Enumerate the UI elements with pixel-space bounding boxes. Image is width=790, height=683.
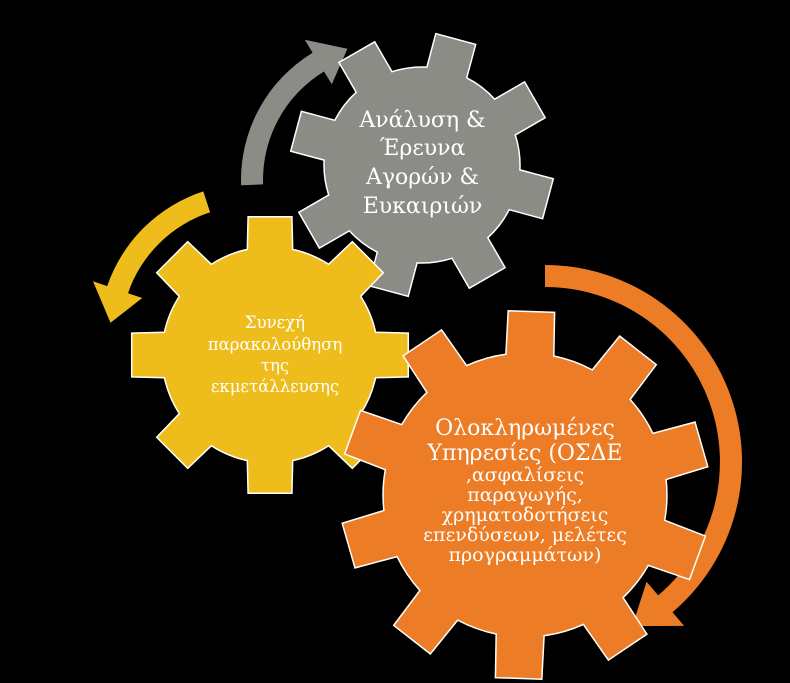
yellow-cycle-arrow <box>93 191 211 323</box>
services-gear <box>341 310 709 680</box>
orange-cycle-arrow <box>545 265 743 627</box>
analysis-line-1: Ανάλυση & <box>359 107 486 133</box>
services-line-7: προγραμμάτων) <box>448 544 602 567</box>
analysis-line-2: Έρευνα <box>379 136 466 162</box>
analysis-gear <box>289 32 555 298</box>
services-line-1: Ολοκληρωμένες <box>435 415 615 441</box>
monitoring-gear <box>130 215 410 495</box>
monitoring-line-3: της <box>260 356 290 375</box>
services-line-5: χρηματοδοτήσεις <box>441 504 609 527</box>
analysis-gear-label: Ανάλυση & Έρευνα Αγορών & Ευκαιριών <box>330 105 515 223</box>
analysis-line-4: Ευκαιριών <box>362 193 483 219</box>
services-line-4: παραγωγής, <box>467 484 583 507</box>
monitoring-gear-label: Συνεχή παρακολούθηση της εκμετάλλευσης <box>170 300 380 410</box>
analysis-line-3: Αγορών & <box>365 165 480 190</box>
gray-cycle-arrow <box>241 39 348 186</box>
monitoring-line-4: εκμετάλλευσης <box>210 377 340 397</box>
monitoring-line-1: Συνεχή <box>244 313 306 333</box>
services-line-3: ,ασφαλίσεις <box>465 464 585 487</box>
monitoring-line-2: παρακολούθηση <box>207 334 343 354</box>
services-gear-label: Ολοκληρωμένες Υπηρεσίες (ΟΣΔΕ ,ασφαλίσει… <box>410 402 640 580</box>
services-line-2: Υπηρεσίες (ΟΣΔΕ <box>427 441 623 467</box>
services-line-6: επενδύσεων, μελέτες <box>423 524 627 547</box>
